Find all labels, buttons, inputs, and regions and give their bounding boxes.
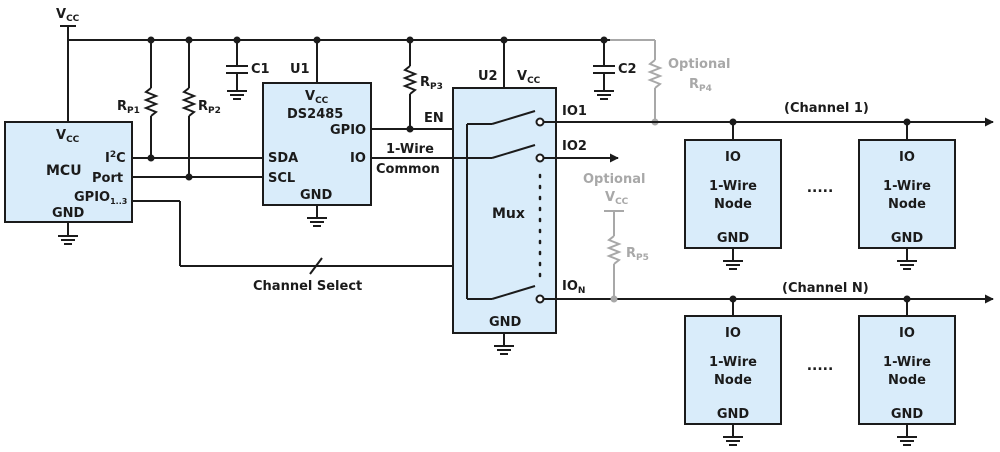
resistor-rp1 [143, 87, 159, 117]
u1-sda-label: SDA [268, 151, 298, 166]
node-2-gnd-label: GND [891, 231, 924, 246]
junction-dot [185, 173, 193, 181]
junction-dot [147, 154, 155, 162]
vcc-top-label: VCC [56, 7, 80, 24]
rp5-label: RP5 [626, 246, 649, 263]
node-3-gnd-label: GND [717, 407, 750, 422]
ground-symbol [723, 248, 743, 270]
node-1-line1: 1-Wire [709, 179, 757, 194]
capacitor-c1 [226, 40, 248, 100]
io2-label: IO2 [562, 139, 587, 154]
rp1-label: RP1 [117, 99, 140, 116]
node-block-3 [684, 315, 782, 425]
junction-dot [610, 295, 618, 303]
u1-gpio-label: GPIO [330, 123, 366, 138]
one-wire-common-label-1: 1-Wire [386, 142, 434, 157]
channel-select-label: Channel Select [253, 279, 362, 294]
mcu-gnd-label: GND [52, 206, 85, 221]
junction-dot [729, 118, 737, 126]
u1-ref-label: U1 [290, 62, 310, 77]
node-4-line2: Node [888, 373, 926, 388]
channel-1-label: (Channel 1) [784, 101, 869, 116]
mcu-vcc-label: VCC [56, 128, 80, 145]
node-1-io-label: IO [725, 150, 741, 165]
u2-ref-label: U2 [478, 69, 498, 84]
junction-dot [903, 118, 911, 126]
ground-symbol [897, 248, 917, 270]
u1-scl-label: SCL [268, 171, 295, 186]
channel-select-bus [132, 200, 453, 275]
junction-dot [903, 295, 911, 303]
node-block-2 [858, 139, 956, 249]
mcu-port-label: Port [92, 171, 123, 186]
ground-symbol [58, 222, 78, 245]
ground-symbol [494, 333, 514, 355]
node-4-gnd-label: GND [891, 407, 924, 422]
node-1-gnd-label: GND [717, 231, 750, 246]
io1-label: IO1 [562, 104, 587, 119]
optional-rp5-label: Optional [583, 172, 645, 187]
node-3-line1: 1-Wire [709, 355, 757, 370]
capacitor-c2 [593, 40, 615, 100]
node-3-io-label: IO [725, 326, 741, 341]
mcu-i2c-label: I2C [105, 150, 126, 166]
ellipsis-channel-1: ..... [807, 180, 834, 196]
c2-label: C2 [618, 62, 637, 77]
node-4-line1: 1-Wire [883, 355, 931, 370]
ground-symbol [897, 424, 917, 446]
ground-symbol [723, 424, 743, 446]
one-wire-common-label-2: Common [376, 162, 440, 177]
u1-gnd-label: GND [300, 188, 333, 203]
node-block-1 [684, 139, 782, 249]
rp4-label: RP4 [689, 77, 712, 94]
ion-label: ION [562, 279, 585, 296]
optional-rp5-vcc-label: VCC [605, 190, 629, 207]
node-2-io-label: IO [899, 150, 915, 165]
vcc-rail [60, 25, 655, 122]
resistor-rp4 [647, 59, 663, 89]
node-4-io-label: IO [899, 326, 915, 341]
node-2-line2: Node [888, 197, 926, 212]
c1-label: C1 [251, 62, 270, 77]
u2-vcc-label: VCC [517, 69, 541, 86]
rp3-label: RP3 [420, 75, 443, 92]
u1-vcc-label: VCC [305, 89, 329, 106]
ground-symbol [307, 205, 327, 227]
mux-gnd-label: GND [489, 315, 522, 330]
channel-n-label: (Channel N) [782, 281, 869, 296]
node-3-line2: Node [714, 373, 752, 388]
node-2-line1: 1-Wire [883, 179, 931, 194]
mux-block [452, 87, 557, 334]
resistor-rp3 [402, 65, 418, 95]
u1-part-label: DS2485 [287, 107, 343, 122]
node-block-4 [858, 315, 956, 425]
ellipsis-channel-n: ..... [807, 358, 834, 374]
resistor-rp5 [606, 235, 622, 265]
mcu-block [4, 121, 133, 223]
node-1-line2: Node [714, 197, 752, 212]
mcu-name: MCU [46, 163, 82, 179]
mux-switches [453, 110, 545, 304]
optional-rp4-label: Optional [668, 57, 730, 72]
en-label: EN [424, 111, 444, 126]
junction-dot [406, 125, 414, 133]
mcu-gpio-label: GPIO1..3 [74, 190, 127, 206]
mux-name: Mux [492, 206, 525, 222]
u1-io-label: IO [350, 151, 366, 166]
junction-dot [729, 295, 737, 303]
rp2-label: RP2 [198, 99, 221, 116]
resistor-rp2 [181, 87, 197, 117]
